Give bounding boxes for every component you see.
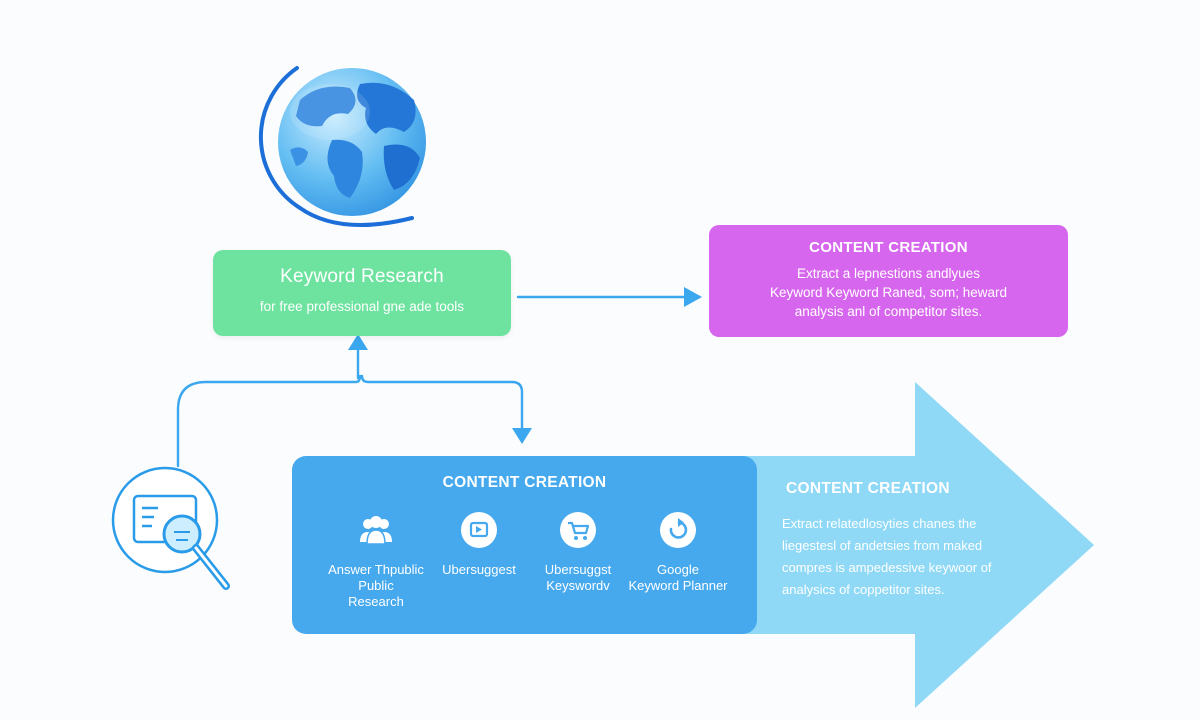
- big-arrow-title: CONTENT CREATION: [786, 480, 950, 497]
- content-creation-top-line: analysis anl of competitor sites.: [794, 304, 983, 319]
- tool-label-line: Ubersuggst: [544, 562, 612, 577]
- tool-label-line: Public: [358, 578, 394, 593]
- screen-icon: [461, 512, 497, 548]
- tool-label: Answer Thpublic Public Research: [316, 562, 436, 610]
- keyword-research-subtitle: for free professional gne ade tools: [259, 299, 465, 314]
- tool-ubersuggest-keywords: Ubersuggst Keyswordv: [518, 512, 638, 594]
- content-creation-top-description: Extract a lepnestions andlyues Keyword K…: [709, 264, 1068, 321]
- arrowhead-right: [684, 287, 702, 307]
- tool-label: Ubersuggest: [419, 562, 539, 578]
- big-arrow-shape: [730, 382, 1094, 708]
- tool-label-line: Ubersuggest: [442, 562, 516, 577]
- tool-answer-the-public: Answer Thpublic Public Research: [316, 512, 436, 610]
- big-arrow-line: compres is ampedessive keywoor of: [782, 560, 992, 575]
- people-icon: [358, 512, 394, 548]
- tool-label: Ubersuggst Keyswordv: [518, 562, 638, 594]
- cart-icon: [560, 512, 596, 548]
- content-creation-top-title: CONTENT CREATION: [809, 239, 968, 256]
- content-creation-box-top: CONTENT CREATION Extract a lepnestions a…: [709, 225, 1068, 337]
- tools-box-title: CONTENT CREATION: [442, 474, 607, 491]
- tool-label: Google Keyword Planner: [618, 562, 738, 594]
- big-arrow-description: Extract relatedlosyties chanes the liege…: [782, 513, 992, 601]
- tool-label-line: Google: [657, 562, 699, 577]
- arrowhead-down: [512, 428, 532, 444]
- big-arrow-line: analysics of coppetitor sites.: [782, 582, 945, 597]
- content-creation-top-line: Keyword Keyword Raned, som; heward: [769, 285, 1008, 300]
- content-creation-top-line: Extract a lepnestions andlyues: [796, 266, 981, 281]
- tool-label-line: Research: [348, 594, 404, 609]
- keyword-research-title: Keyword Research: [280, 266, 444, 287]
- keyword-research-box: Keyword Research for free professional g…: [213, 250, 511, 336]
- tool-label-line: Keyword Planner: [628, 578, 728, 593]
- tool-google-keyword-planner: Google Keyword Planner: [618, 512, 738, 594]
- big-arrow-line: Extract relatedlosyties chanes the: [782, 516, 977, 531]
- refresh-icon: [660, 512, 696, 548]
- tool-label-line: Answer Thpublic: [328, 562, 424, 577]
- tool-label-line: Keyswordv: [546, 578, 610, 593]
- arrowhead-up: [348, 334, 368, 350]
- big-arrow-line: liegestesl of andetsies from maked: [782, 538, 983, 553]
- tool-ubersuggest: Ubersuggest: [419, 512, 539, 578]
- tools-box: CONTENT CREATION Answer Thpublic Public …: [292, 456, 757, 634]
